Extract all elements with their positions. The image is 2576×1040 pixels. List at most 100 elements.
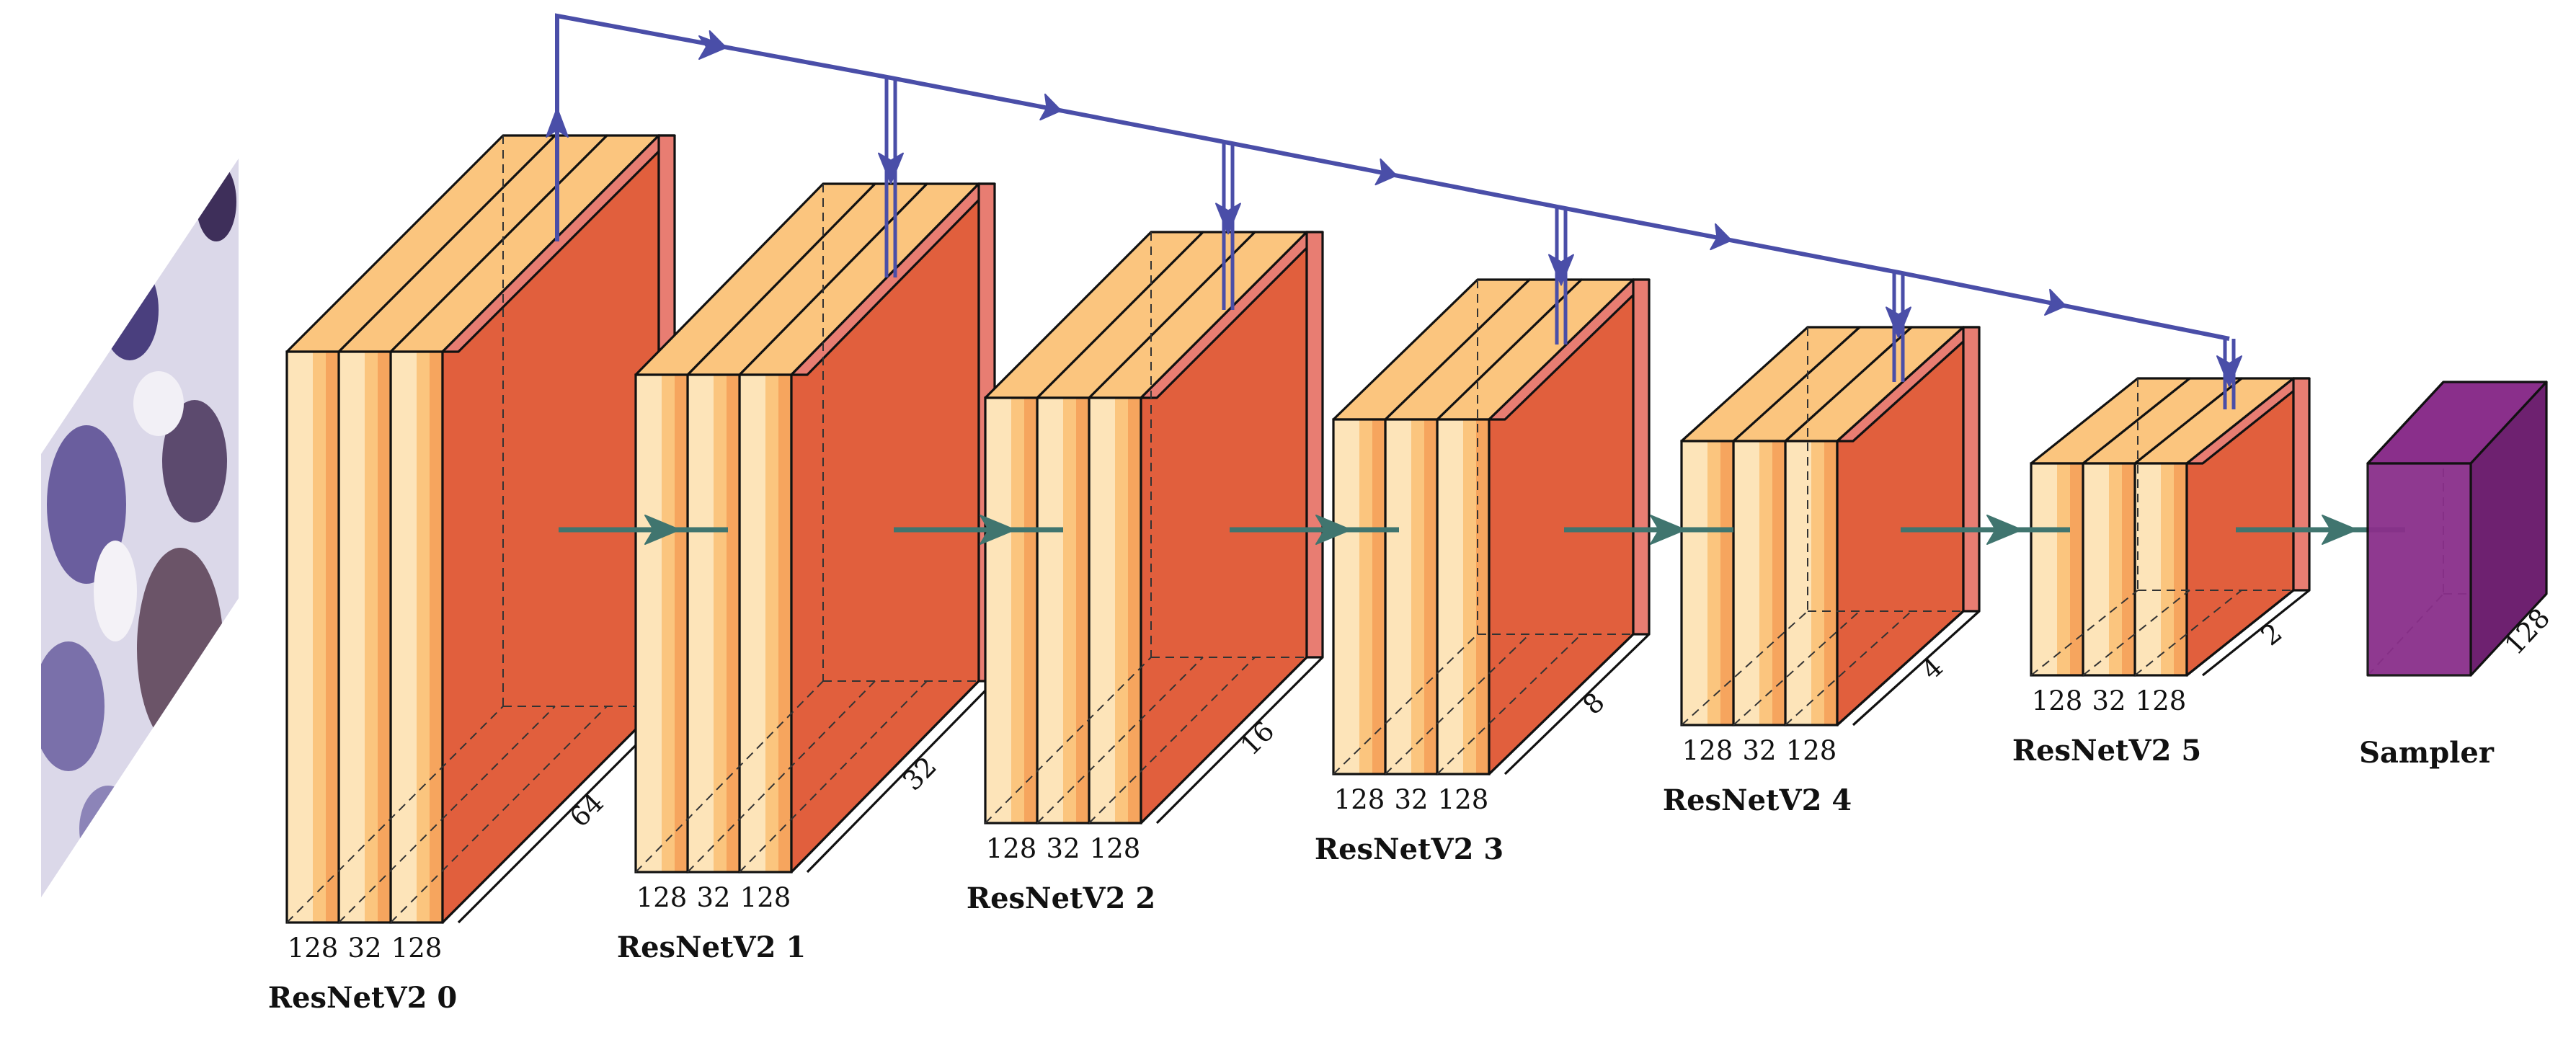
channel-label: 32: [1742, 735, 1776, 766]
slab-stripe: [417, 352, 430, 923]
slab-stripe: [1372, 419, 1386, 774]
forward-arrow-head: [1315, 515, 1351, 545]
slab-stripe: [1707, 441, 1721, 725]
hidden-edge: [2134, 590, 2242, 676]
depth-edge: [1140, 656, 1308, 825]
slab-stripe: [2122, 463, 2136, 675]
slab-stripe: [998, 398, 1012, 823]
slab-stripe: [985, 398, 999, 823]
depth-label: 2: [2255, 617, 2288, 652]
resnet-block-2: [984, 231, 1324, 825]
depth-edge: [2202, 589, 2310, 677]
slab-stripe: [1385, 419, 1399, 774]
resnet-block-5: [2030, 377, 2311, 677]
slab-front-outline: [2030, 462, 2084, 677]
channel-label: 128: [1334, 784, 1385, 815]
forward-arrow-4: [1901, 515, 2070, 545]
channel-label: 32: [2092, 685, 2126, 716]
resnet-block-1: [634, 182, 996, 874]
slab-stripe: [1346, 419, 1360, 774]
slab-stripe: [378, 352, 391, 923]
channel-label: 128: [2136, 685, 2187, 716]
slab-stripe: [2161, 463, 2175, 675]
slab-front-outline: [984, 396, 1039, 825]
skip-down-arrow-head: [1886, 306, 1911, 339]
hidden-edge: [1088, 657, 1256, 824]
channel-label: 128: [636, 882, 688, 913]
slab-stripe: [778, 375, 792, 872]
resnet-block-4: [1680, 326, 1981, 726]
forward-arrows: [559, 515, 2405, 545]
skip-arrow-head: [698, 35, 729, 60]
slab-front-outline: [285, 350, 340, 924]
hidden-edge: [2030, 590, 2138, 676]
slab-stripe: [1011, 398, 1025, 823]
activation-right-face: [1305, 231, 1324, 659]
skip-drop-3: [1548, 208, 1574, 345]
channel-label: 128: [2032, 685, 2083, 716]
hidden-edge: [1036, 657, 1204, 824]
forward-arrow-head: [1650, 515, 1686, 545]
slab-stripe: [740, 375, 753, 872]
block-title: ResNetV2 1: [617, 930, 806, 964]
block-title: ResNetV2 3: [1315, 832, 1504, 866]
hidden-edge: [390, 706, 608, 923]
histology-patch-image: [41, 159, 239, 897]
block-title: ResNetV2 0: [268, 981, 457, 1015]
slab-stripe: [1359, 419, 1373, 774]
skip-drop-2: [1215, 143, 1241, 310]
slab-stripe: [675, 375, 688, 872]
slab-stripe: [352, 352, 365, 923]
slab-stripe: [1798, 441, 1812, 725]
slab-stripe: [1746, 441, 1760, 725]
hidden-edge: [286, 706, 504, 923]
depth-label: 8: [1577, 687, 1611, 721]
slab-stripe: [636, 375, 649, 872]
skip-drop-5: [2216, 339, 2242, 409]
channel-label: 128: [986, 833, 1037, 864]
forward-arrow-0: [559, 515, 728, 545]
depth-edge: [1155, 656, 1324, 825]
sampler-front-face: [2366, 462, 2472, 677]
slab-stripe: [1037, 398, 1051, 823]
hidden-edge: [739, 680, 928, 873]
slab-stripe: [1811, 441, 1825, 725]
slab-stripe: [1102, 398, 1116, 823]
slab-stripe: [1733, 441, 1747, 725]
slab-stripe: [1411, 419, 1425, 774]
slab-front-outline: [634, 373, 689, 874]
channel-label: 128: [740, 882, 791, 913]
slab-stripe: [1076, 398, 1090, 823]
channel-label: 128: [1682, 735, 1733, 766]
slab-stripe: [701, 375, 714, 872]
slab-stripe: [649, 375, 662, 872]
slab-stripe: [1463, 419, 1477, 774]
slab-stripe: [1333, 419, 1347, 774]
slab-stripe: [1450, 419, 1464, 774]
skip-arrow-head: [2044, 288, 2067, 316]
slab-stripe: [765, 375, 779, 872]
hidden-edge: [2082, 590, 2190, 676]
slab-stripe: [2070, 463, 2084, 675]
slab-stripe: [1695, 441, 1708, 725]
depth-edge: [1504, 633, 1651, 775]
resnet-blocks: [285, 134, 2311, 924]
resnet-block-0: [285, 134, 676, 924]
hidden-edge: [1333, 634, 1478, 775]
slab-stripe: [1476, 419, 1490, 774]
slab-stripe: [2148, 463, 2162, 675]
slab-stripe: [2109, 463, 2123, 675]
slab-stripe: [313, 352, 327, 923]
slab-stripe: [339, 352, 352, 923]
skip-down-arrow-head: [1548, 254, 1574, 286]
slab-stripe: [1759, 441, 1773, 725]
channel-label: 32: [1046, 833, 1080, 864]
sampler-edge: [2366, 381, 2445, 465]
slab-stripe: [1115, 398, 1129, 823]
slab-stripe: [1720, 441, 1734, 725]
slab-stripe: [1772, 441, 1786, 725]
skip-arrow-head: [1710, 223, 1733, 251]
slab-stripe: [1398, 419, 1412, 774]
slab-stripe: [2135, 463, 2149, 675]
